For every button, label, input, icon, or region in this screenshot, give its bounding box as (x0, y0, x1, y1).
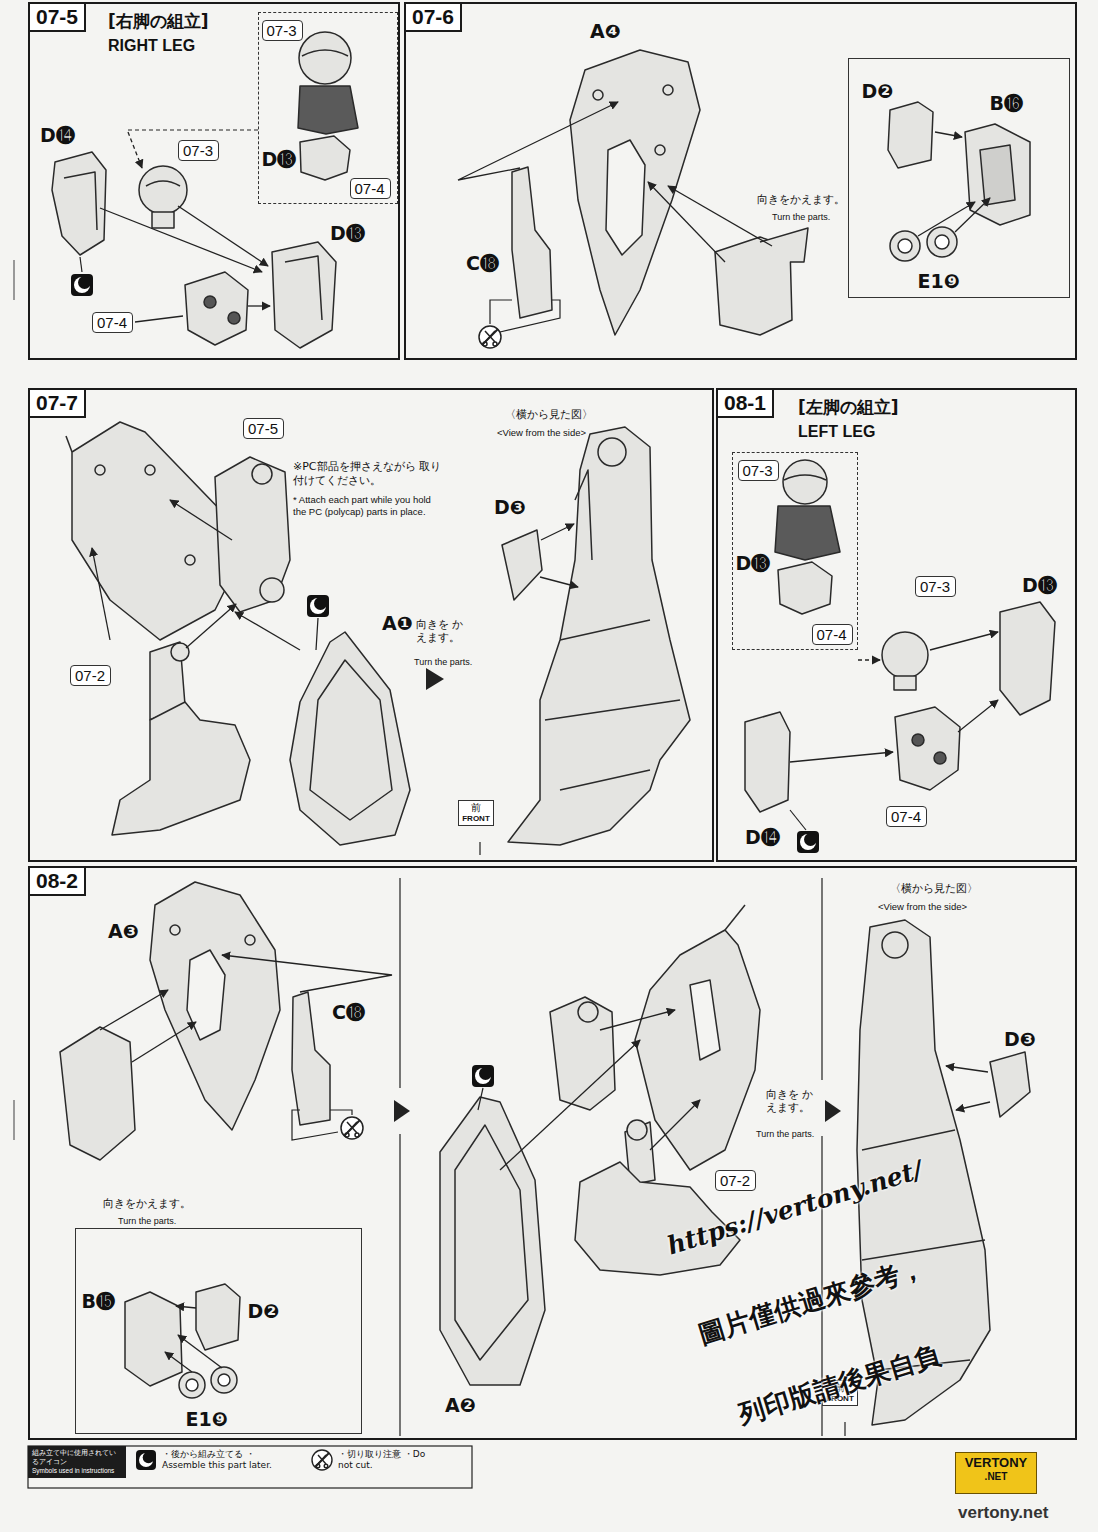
part-number: A❶ (382, 612, 413, 634)
step-reference-tag: 07-4 (812, 624, 853, 645)
step-reference: 07-3 (920, 577, 951, 596)
logo-text: .NET (958, 1471, 1034, 1483)
step-number: 07-7 (28, 388, 86, 418)
detail-inset: D⓭ 07-3 07-4 (732, 452, 858, 650)
step-reference: 07-4 (97, 313, 128, 332)
part-number: D⓮ (745, 826, 780, 848)
instruction-note-en: Turn the parts. (118, 1216, 176, 1226)
instruction-note: 向きを かえます。 (766, 1088, 818, 1114)
part-number: E1❾ (918, 270, 960, 292)
step-reference: 07-3 (183, 141, 214, 160)
step-reference-tag: 07-3 (738, 460, 779, 481)
step-reference: 07-3 (743, 461, 774, 480)
view-title: 〈横から見た図〉 (890, 881, 978, 896)
step-panel: 07-7 07-5 07-2 前FRONT (28, 388, 714, 862)
step-panel: 07-6D❷ B⓰ E1❾ (404, 2, 1077, 360)
part-number: D⓭ (736, 552, 771, 574)
step-panel: 07-5 [右脚の組立] RIGHT LEG D⓭ 07-3 07-4 07-3 07-4 (28, 2, 400, 360)
legend-heading-text-en: Symbols used in instructions (32, 1467, 122, 1475)
section-title-en: RIGHT LEG (108, 37, 195, 55)
step-number: 07-5 (28, 2, 86, 32)
step-reference: 07-2 (720, 1171, 751, 1190)
legend-symbol (310, 1448, 334, 1472)
part-number: D❷ (248, 1300, 280, 1322)
view-title-en: <View from the side> (497, 427, 586, 438)
step-reference: 07-2 (75, 666, 106, 685)
step-reference-tag: 07-3 (178, 140, 219, 161)
front-indicator: 前FRONT (458, 800, 494, 826)
front-label: 前 (462, 802, 490, 814)
part-number: A❸ (108, 920, 139, 942)
step-reference-tag: 07-4 (886, 806, 927, 827)
legend-text: ・切り取り注意 ・Do not cut. (338, 1449, 438, 1471)
instruction-note-en: Turn the parts. (414, 657, 472, 667)
section-title: [左脚の組立] (798, 396, 899, 419)
legend-item: ・切り取り注意 ・Do not cut. (310, 1448, 438, 1472)
instruction-note: 向きを かえます。 (416, 618, 472, 644)
step-number: 08-2 (28, 866, 86, 896)
section-title-en: LEFT LEG (798, 423, 875, 441)
part-number: D⓭ (330, 222, 365, 244)
instruction-note-en: Turn the parts. (756, 1129, 814, 1139)
instruction-note: 向きをかえます。 (103, 1197, 191, 1210)
caution-note-en: * Attach each part while you hold the PC… (293, 494, 443, 518)
logo-badge: VERTONY.NET (955, 1452, 1037, 1494)
part-number: A❹ (590, 20, 621, 42)
part-number: C⓲ (466, 252, 499, 274)
legend-heading: 組み立て中に使用されているアイコンSymbols used in instruc… (28, 1446, 126, 1478)
detail-inset: D⓭ 07-3 07-4 (258, 12, 398, 204)
caution-note: ※PC部品を押さえながら 取り付けてください。 (293, 460, 448, 488)
legend-heading-text: 組み立て中に使用されているアイコン (32, 1449, 122, 1467)
watermark-site: vertony.net (958, 1503, 1048, 1523)
step-reference: 07-4 (355, 179, 386, 198)
legend-symbol (134, 1448, 158, 1472)
legend: ・後から組み立てる ・Assemble this part later. ・切り取… (134, 1448, 438, 1472)
view-title: 〈横から見た図〉 (505, 407, 593, 422)
step-reference-tag: 07-5 (243, 418, 284, 439)
detail-inset: B⓯ D❷ E1❾ (75, 1228, 362, 1434)
step-number: 08-1 (716, 388, 774, 418)
step-reference: 07-3 (267, 21, 298, 40)
step-panel: 08-1 [左脚の組立] LEFT LEG D⓭ 07-3 07-4 07-3 07-4 (716, 388, 1077, 862)
step-reference-tag: 07-2 (715, 1170, 756, 1191)
part-number: B⓰ (990, 92, 1023, 114)
step-reference-tag: 07-2 (70, 665, 111, 686)
view-title-en: <View from the side> (878, 901, 967, 912)
detail-inset: D❷ B⓰ E1❾ (848, 58, 1070, 298)
instruction-note-en: Turn the parts. (772, 212, 830, 222)
step-reference: 07-5 (248, 419, 279, 438)
part-number: D⓭ (262, 148, 297, 170)
part-number: A❷ (445, 1394, 476, 1416)
part-number: D❸ (494, 496, 526, 518)
step-reference-tag: 07-3 (915, 576, 956, 597)
part-number: E1❾ (186, 1408, 228, 1430)
part-number: D❷ (862, 80, 894, 102)
logo-text: VERTONY (958, 1455, 1034, 1471)
part-number: C⓲ (332, 1001, 365, 1023)
legend-item: ・後から組み立てる ・Assemble this part later. (134, 1448, 294, 1472)
legend-text: ・後から組み立てる ・Assemble this part later. (162, 1449, 294, 1471)
step-reference: 07-4 (891, 807, 922, 826)
step-reference: 07-4 (817, 625, 848, 644)
front-label-en: FRONT (462, 814, 490, 824)
step-reference-tag: 07-3 (262, 20, 303, 41)
part-number: B⓯ (82, 1290, 115, 1312)
instruction-note: 向きをかえます。 (757, 193, 845, 206)
section-title: [右脚の組立] (108, 10, 209, 33)
step-number: 07-6 (404, 2, 462, 32)
step-reference-tag: 07-4 (350, 178, 391, 199)
part-number: D⓮ (40, 124, 75, 146)
step-reference-tag: 07-4 (92, 312, 133, 333)
part-number: D❸ (1004, 1028, 1036, 1050)
part-number: D⓭ (1022, 574, 1057, 596)
